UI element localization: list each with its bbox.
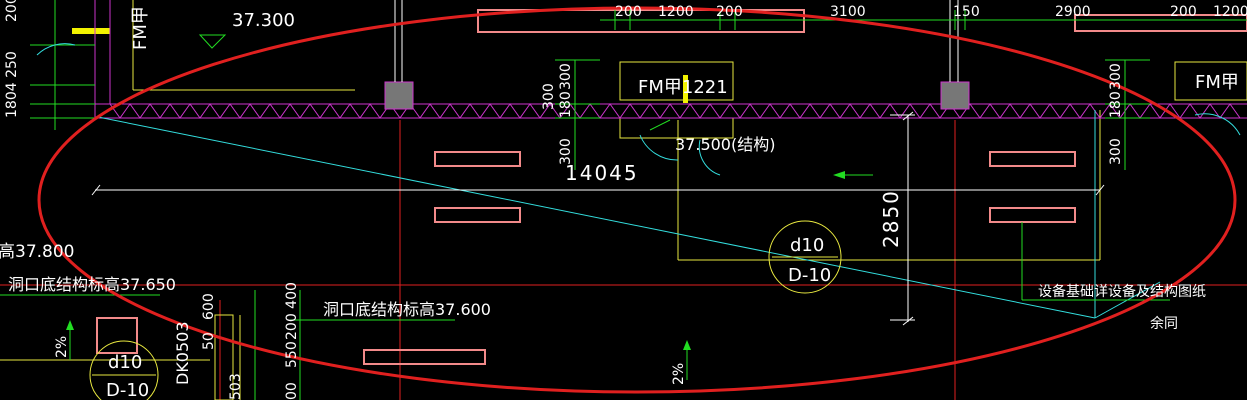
dim-3100: 3100 xyxy=(830,4,866,20)
dk-label: DK0503 xyxy=(173,321,192,385)
span-2850: 2850 xyxy=(879,189,903,248)
elevation-marker xyxy=(198,34,227,49)
dim-50: 50 xyxy=(201,332,217,350)
arrows xyxy=(66,171,873,380)
dim-180-b: 180 xyxy=(1108,91,1124,118)
dim-200-400: 200 400 xyxy=(284,282,300,340)
door-marker-2 xyxy=(683,75,688,103)
dim-300-a: 300 xyxy=(558,63,574,90)
dim-200-left: 200 xyxy=(4,0,20,22)
column-left xyxy=(384,81,414,110)
dim-2900: 2900 xyxy=(1055,4,1091,20)
d10-bottom-2: D-10 xyxy=(106,380,149,400)
column-right xyxy=(940,81,970,110)
dim-200-a: 200 xyxy=(615,4,642,20)
dim-300-e: 300 xyxy=(1108,138,1124,165)
dim-180-a: 180 xyxy=(558,91,574,118)
dim-503: 503 xyxy=(228,373,244,400)
slope-line xyxy=(97,110,1161,319)
door-swings xyxy=(36,43,1241,176)
d10-symbol xyxy=(89,220,842,400)
dim-550: 550 xyxy=(284,341,300,368)
note-same: 余同 xyxy=(1150,315,1178,332)
door-fm-left: FM甲 xyxy=(130,6,151,50)
dim-300-c: 300 xyxy=(558,138,574,165)
span-14045: 14045 xyxy=(565,161,639,185)
dim-600: 600 xyxy=(201,293,217,320)
dim-300-d: 300 xyxy=(1108,63,1124,90)
elev-37-800: 高37.800 xyxy=(0,242,74,262)
dim-1200: 1200 xyxy=(658,4,694,20)
dim-200-c: 200 xyxy=(1170,4,1197,20)
dim-200-b: 200 xyxy=(716,4,743,20)
wall-band xyxy=(94,0,1247,119)
slope-center: 2% xyxy=(671,363,687,385)
highlight-ellipse xyxy=(37,6,1237,394)
dim-1200-c: 1200 xyxy=(1213,4,1247,20)
elev-37-300: 37.300 xyxy=(232,10,295,31)
elev-37-500: 37.500(结构) xyxy=(675,135,775,154)
axis-lines xyxy=(0,120,1247,400)
d10-top: d10 xyxy=(790,235,824,256)
dimension-lines xyxy=(91,111,1105,326)
dim-150: 150 xyxy=(953,4,980,20)
note-equipment: 设备基础详设备及结构图纸 xyxy=(1038,283,1206,300)
door-fm-right: FM甲 xyxy=(1195,72,1239,93)
opening-37-650: 洞口底结构标高37.650 xyxy=(8,275,176,294)
d10-top-2: d10 xyxy=(108,352,142,373)
equipment-bases xyxy=(96,9,1247,365)
d10-bottom: D-10 xyxy=(788,265,831,286)
opening-37-600: 洞口底结构标高37.600 xyxy=(323,300,491,319)
dim-1804-250: 1804 250 xyxy=(4,51,20,118)
door-marker xyxy=(72,28,110,34)
dim-00: 00 xyxy=(284,382,300,400)
slope-left: 2% xyxy=(54,336,70,358)
dim-300-b: 300 xyxy=(541,83,557,110)
column-leader-lines xyxy=(394,0,959,82)
door-fm-center: FM甲1221 xyxy=(638,77,728,98)
